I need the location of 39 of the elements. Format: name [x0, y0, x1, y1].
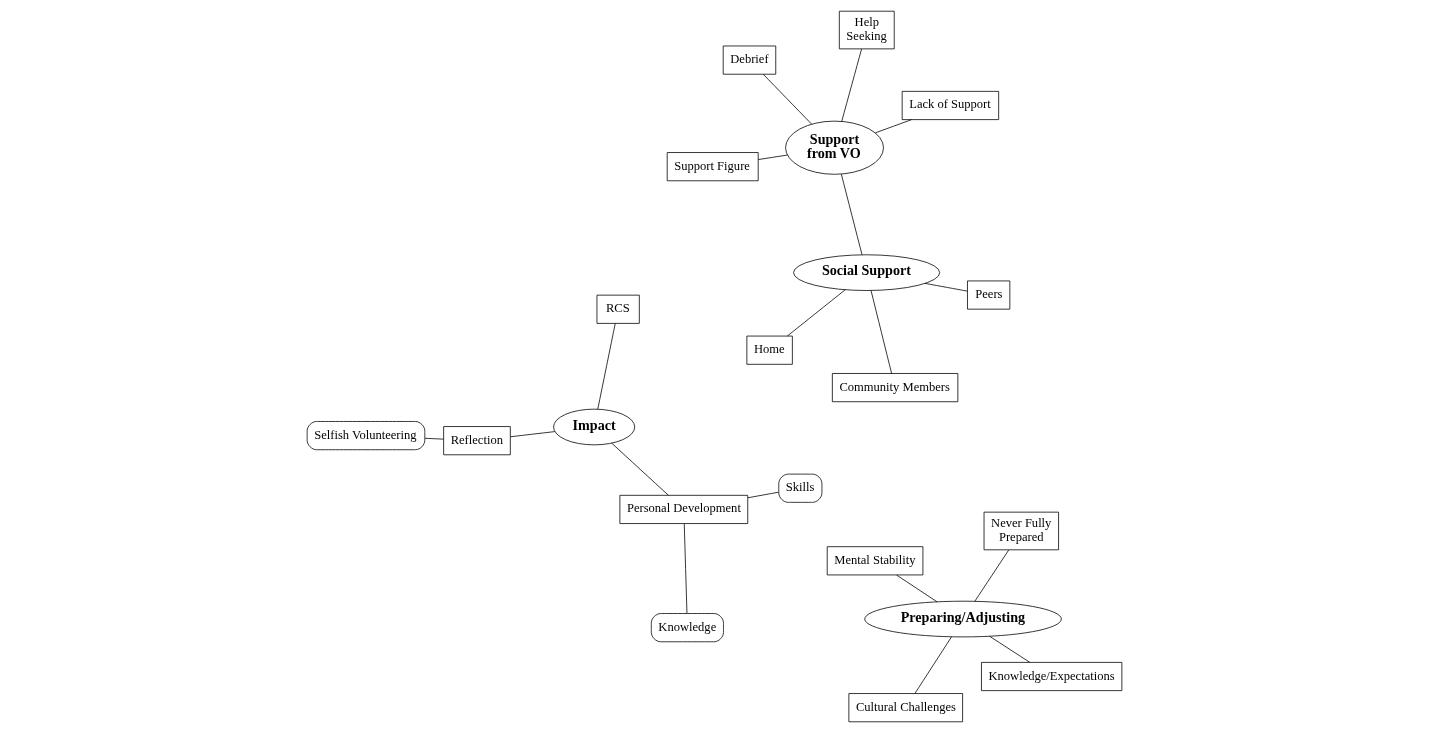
connector [875, 119, 912, 134]
node-ellipse: Preparing/Adjusting [864, 600, 1062, 638]
connector [747, 491, 780, 499]
connector [611, 442, 669, 496]
node-ellipse: Impact [553, 408, 636, 446]
node-box: Selfish Volunteering [306, 421, 426, 451]
node-box: Peers [967, 280, 1011, 310]
node-box: Community Members [831, 373, 959, 403]
node-box: Skills [778, 473, 823, 503]
connector [974, 549, 1010, 602]
node-box: RCS [596, 294, 640, 324]
connector [683, 523, 688, 614]
node-box: Reflection [443, 426, 511, 456]
node-box: Personal Development [619, 494, 749, 524]
connector [757, 154, 788, 160]
node-ellipse: Support from VO [785, 120, 884, 175]
node-box: Debrief [722, 45, 777, 75]
node-ellipse: Social Support [793, 254, 941, 291]
connector [597, 323, 616, 410]
connector [870, 290, 892, 374]
connector [841, 48, 862, 122]
node-box: Support Figure [666, 152, 759, 182]
node-box: Mental Stability [826, 546, 924, 576]
connector [914, 636, 952, 694]
node-box: Lack of Support [901, 91, 1000, 120]
connector [510, 431, 556, 438]
connector [424, 437, 444, 440]
node-box: Knowledge/Expectations [981, 662, 1123, 691]
connector [924, 283, 968, 292]
connector [762, 73, 812, 125]
node-box: Help Seeking [838, 10, 895, 50]
node-box: Home [746, 335, 793, 365]
node-box: Never Fully Prepared [983, 511, 1059, 551]
node-box: Cultural Challenges [848, 693, 963, 723]
connector [896, 574, 938, 603]
connector [786, 289, 846, 337]
connector [989, 635, 1031, 663]
node-box: Knowledge [650, 613, 724, 643]
connector [840, 173, 863, 256]
